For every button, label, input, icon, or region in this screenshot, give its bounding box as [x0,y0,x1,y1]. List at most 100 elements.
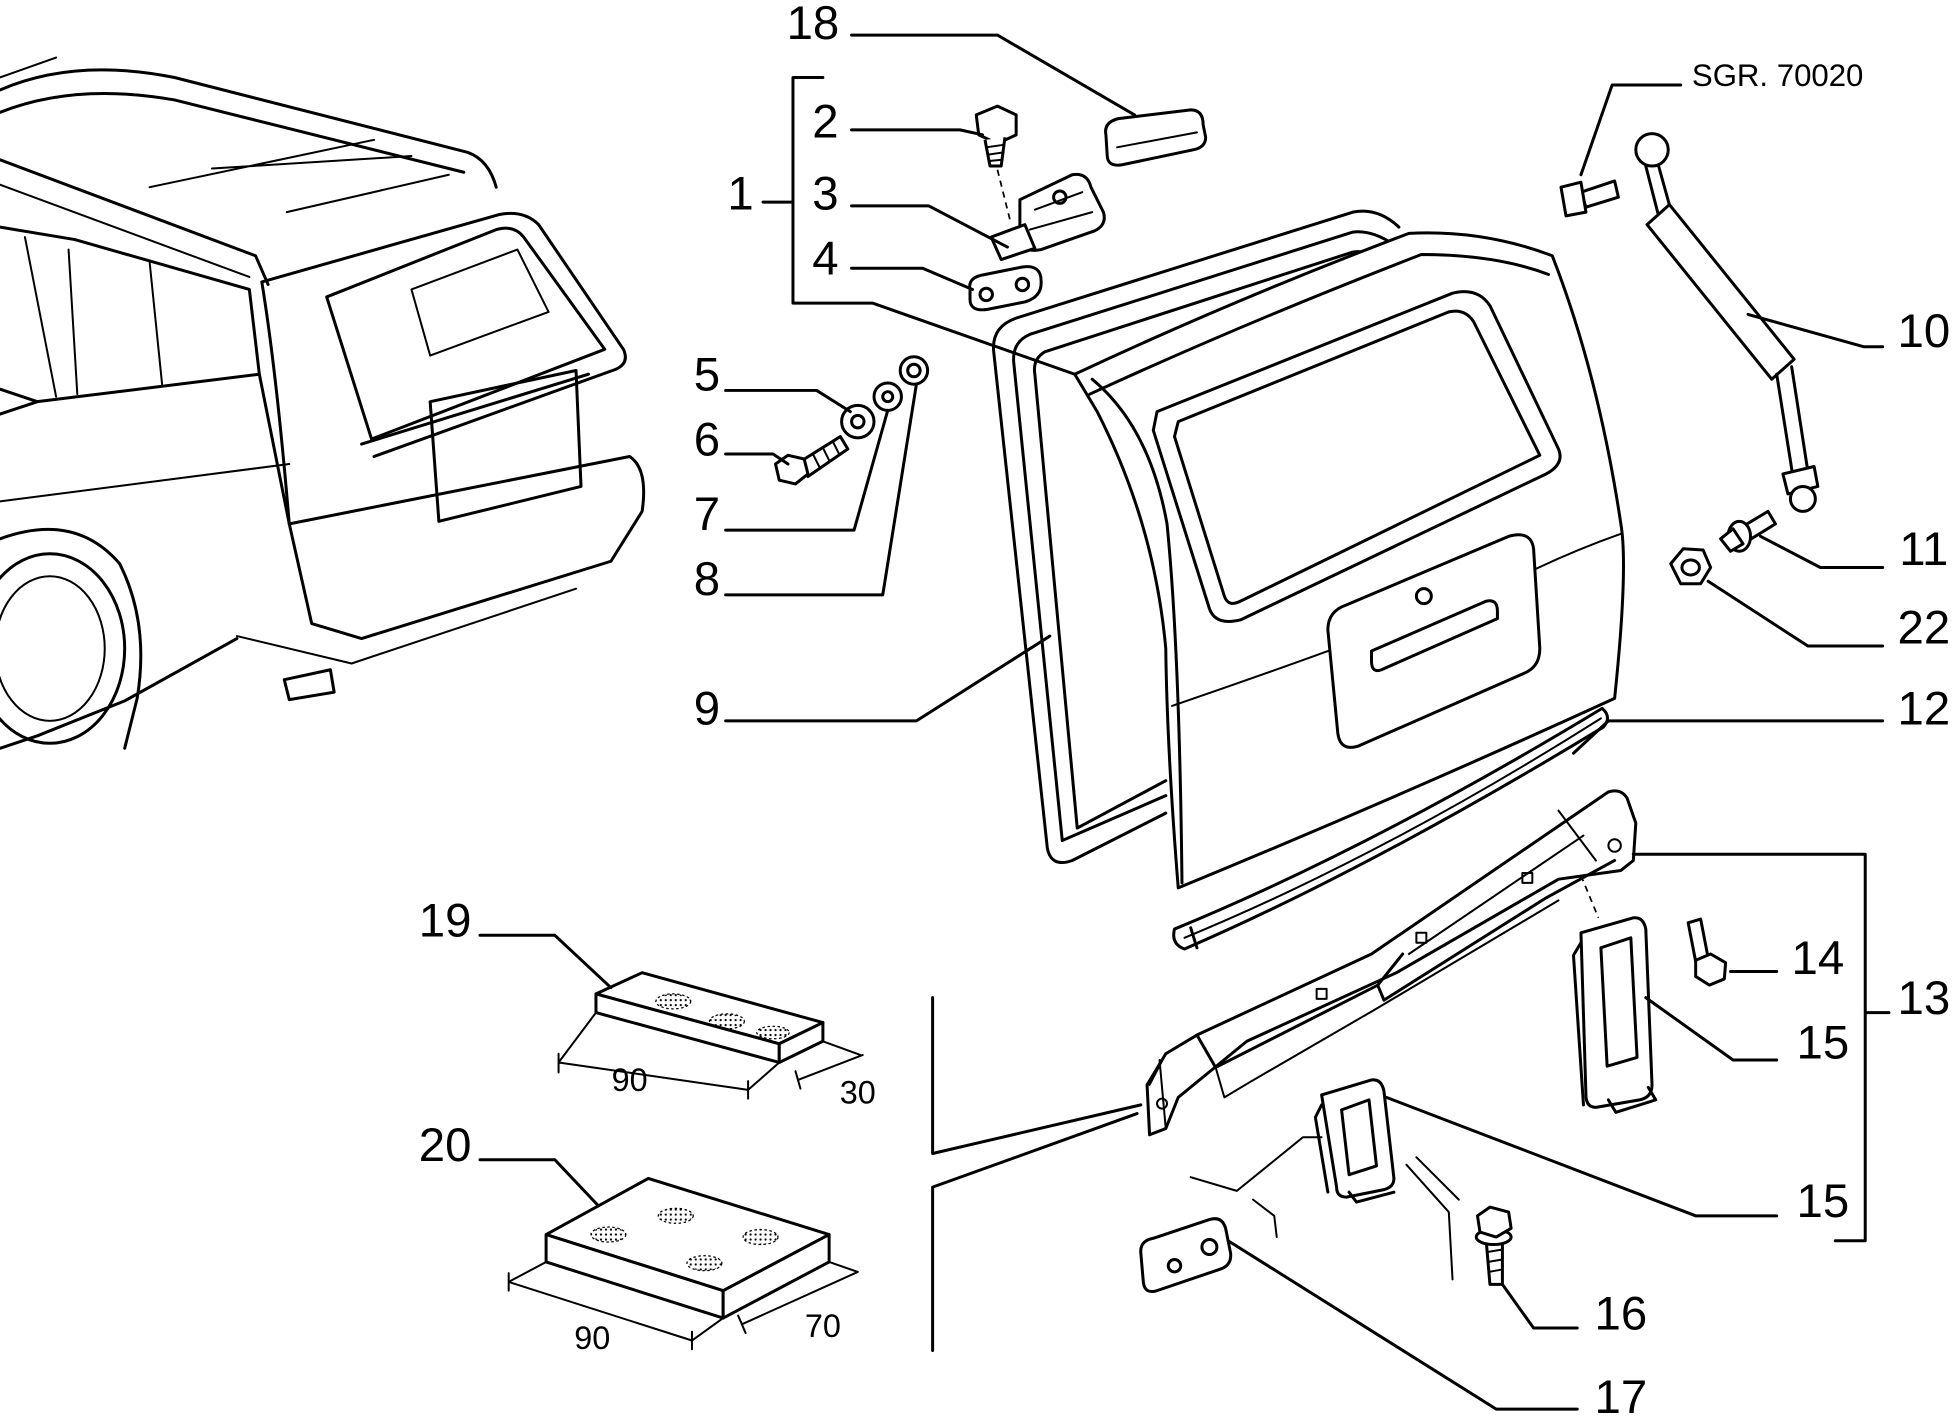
stud-head [1559,180,1588,218]
bolt-thread [811,440,841,468]
bolt-thread [985,143,1005,163]
leader-line-10 [1746,312,1885,349]
bracket-13 [1631,852,1891,1243]
trim-left-end [1148,1052,1167,1130]
strip-groove [1183,717,1602,939]
roof-rail-outer [0,68,498,189]
pad-stud-left [1166,1257,1183,1274]
dimension-width-line [737,1260,859,1335]
wheel-arch [0,527,143,750]
washer-hole [881,390,895,404]
rear-glass-inner [410,248,550,357]
clip-body [1579,916,1654,1109]
cap-edge [1116,131,1198,149]
window-glass [1173,309,1542,605]
gas-strut [1634,132,1820,513]
roof-ribs [148,138,450,214]
stud-body [1579,179,1620,209]
bolt-14 [1686,917,1728,987]
leader-line-2 [850,128,984,137]
roof-rail-inner [0,92,466,174]
trim-outline [1145,789,1638,1137]
bolt-head [974,104,1018,146]
mesh-patch [686,1255,723,1272]
callout-10: 10 [1897,305,1950,358]
lower-body [0,637,239,750]
hinge-edge [1028,191,1094,231]
bolt-head [1694,952,1728,987]
rear-wheel [0,552,127,745]
dimension-19-width: 30 [840,1075,876,1111]
washer-outer [872,381,903,412]
foam-block-19 [557,971,864,1100]
strut-eye [1788,484,1817,513]
dimension-labels: 90 30 90 70 [574,1062,876,1356]
callout-9: 9 [694,683,720,736]
callout-14: 14 [1792,932,1845,985]
marker-left [1189,1136,1323,1239]
plate-recess [1326,533,1542,749]
callout-15-lower: 15 [1796,1175,1849,1228]
washer-8 [898,355,930,386]
leader-line-19 [478,933,613,990]
pad-17 [1139,1217,1233,1293]
hinge-cap [1104,108,1208,167]
leader-line-16 [1500,1282,1579,1330]
trim-end-hole [1607,838,1622,853]
clip-window [1340,1098,1378,1177]
mesh-patch [590,1226,627,1243]
bolt-thread [1486,1248,1504,1273]
callout-16: 16 [1595,1287,1648,1340]
nut-hex [1669,547,1713,586]
dimension-width-line [794,1040,864,1090]
callout-6: 6 [694,413,720,466]
bracket-1 [761,75,1077,376]
mesh-patch [708,1013,745,1030]
leader-line-12 [1571,719,1885,755]
rear-reflector [282,668,336,702]
clip-tab [1347,1190,1396,1204]
leader-line-15-lower [1384,1095,1779,1218]
body-side [0,372,291,526]
plate-hole-left [978,286,994,303]
callout-19: 19 [419,895,472,948]
leader-line-15-upper [1644,996,1779,1062]
bolt-axis [996,169,1011,220]
stud-base [1719,527,1745,553]
leader-line-20 [478,1158,600,1208]
ball-stud-11 [1719,509,1777,553]
callout-17: 17 [1595,1371,1648,1418]
bolt-6 [774,435,850,486]
bolt-16 [1474,1205,1513,1286]
mesh-patch [657,1207,694,1224]
nut-hole [1680,558,1701,577]
bolt-head [1475,1205,1513,1239]
reference-label: SGR. 70020 [1692,58,1863,93]
hinge-bolt [974,104,1018,220]
leader-line-sgr [1579,83,1683,177]
callout-22: 22 [1897,602,1950,655]
plate-hole-right [1014,276,1031,293]
trim-slot-2 [1415,931,1428,944]
strip-end [1189,926,1199,950]
rear-glass [325,226,607,441]
washer-hole [906,362,922,379]
strut-cylinder [1645,203,1796,381]
leader-line-9 [724,634,1052,723]
mesh-patch [655,993,692,1010]
washer-outer [840,403,876,440]
callout-18: 18 [787,0,840,50]
washer-5 [840,403,876,440]
pad-outline [1139,1217,1233,1293]
leader-line-4 [850,266,975,291]
lock-cylinder [1414,587,1433,606]
leader-line-8 [724,382,918,597]
dimension-20-length: 90 [574,1320,610,1356]
mesh-patch [742,1228,779,1246]
leader-line-11 [1759,534,1885,569]
strut-rod [1775,365,1810,478]
callout-5: 5 [694,348,720,401]
callout-7: 7 [694,488,720,541]
